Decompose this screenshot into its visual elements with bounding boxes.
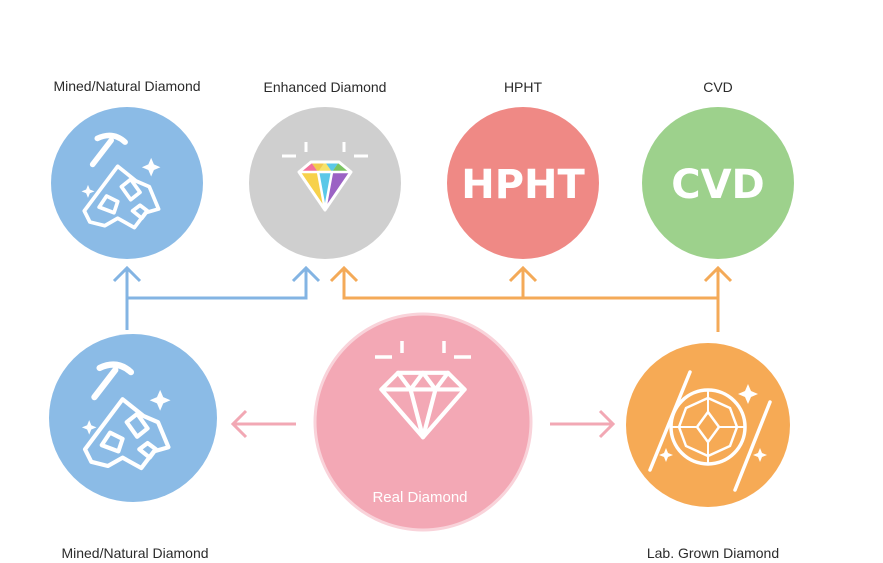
cvd-circle	[642, 107, 794, 259]
label-bottom-lab: Lab. Grown Diamond	[647, 545, 779, 561]
arrowhead-up-hpht	[508, 265, 538, 283]
cvd-circle-text: CVD	[671, 162, 765, 208]
real-circle	[313, 312, 533, 532]
node-mined-natural-top	[51, 107, 203, 259]
round-cut-diamond-icon	[648, 370, 772, 492]
arrowhead-up-cvd	[703, 265, 733, 283]
label-top-enhanced: Enhanced Diamond	[264, 79, 387, 95]
node-cvd: CVD	[642, 107, 794, 259]
node-enhanced	[249, 107, 401, 259]
colorful-diamond-icon	[282, 142, 368, 212]
connector-orange	[329, 265, 733, 332]
node-mined-natural-bottom	[49, 334, 217, 502]
hpht-circle-text: HPHT	[461, 162, 585, 208]
label-top-cvd: CVD	[703, 79, 733, 95]
connector-pink	[230, 409, 616, 439]
label-real-diamond: Real Diamond	[372, 489, 467, 506]
node-real-diamond: Real Diamond	[313, 312, 533, 532]
lab-circle	[626, 343, 790, 507]
label-top-hpht: HPHT	[504, 79, 543, 95]
node-lab-grown	[626, 343, 790, 507]
arrowhead-left	[230, 409, 248, 439]
connector-blue	[112, 265, 321, 330]
label-bottom-mined: Mined/Natural Diamond	[61, 545, 208, 561]
arrowhead-right	[598, 409, 616, 439]
diamond-outline-icon	[375, 341, 471, 437]
arrowhead-up-enhanced-orange	[329, 265, 359, 283]
arrowhead-up-enhanced-blue	[291, 265, 321, 283]
arrowhead-up-mined	[112, 265, 142, 283]
node-hpht: HPHT	[447, 107, 599, 259]
hpht-circle	[447, 107, 599, 259]
label-top-mined: Mined/Natural Diamond	[53, 78, 200, 94]
